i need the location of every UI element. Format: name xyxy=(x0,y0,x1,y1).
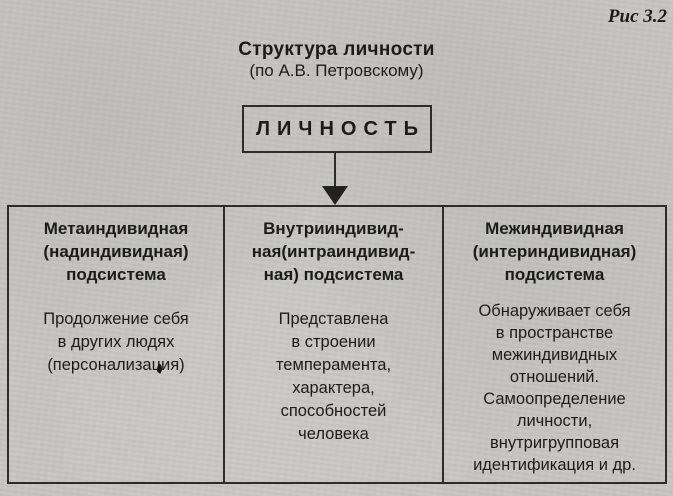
column-body: Продолжение себя в других людях (персона… xyxy=(43,310,189,374)
arrow-down-icon xyxy=(322,186,348,205)
column-body: Обнаруживает себя в пространстве межинди… xyxy=(473,302,636,474)
personality-root-label: ЛИЧНОСТЬ xyxy=(256,117,425,140)
personality-root-box: ЛИЧНОСТЬ xyxy=(242,105,432,153)
figure-title: Структура личности xyxy=(238,39,435,60)
column-header: Внутрииндивид- ная(интраиндивид- ная) по… xyxy=(251,219,416,284)
subsystems-table: Метаиндивидная (надиндивидная) подсистем… xyxy=(7,205,667,484)
column-body: Представлена в строении темперамента, ха… xyxy=(275,310,392,443)
column-interindividual-subsystem: Межиндивидная (интериндивидная) подсисте… xyxy=(444,207,665,482)
column-header: Межиндивидная (интериндивидная) подсисте… xyxy=(472,219,637,284)
connector-line xyxy=(334,153,336,189)
column-metaindividual-subsystem: Метаиндивидная (надиндивидная) подсистем… xyxy=(9,207,225,482)
figure-number-label: Рис 3.2 xyxy=(607,6,667,27)
column-intraindividual-subsystem: Внутрииндивид- ная(интраиндивид- ная) по… xyxy=(225,207,444,482)
column-header: Метаиндивидная (надиндивидная) подсистем… xyxy=(43,219,189,284)
figure-subtitle: (по А.В. Петровскому) xyxy=(249,61,424,80)
